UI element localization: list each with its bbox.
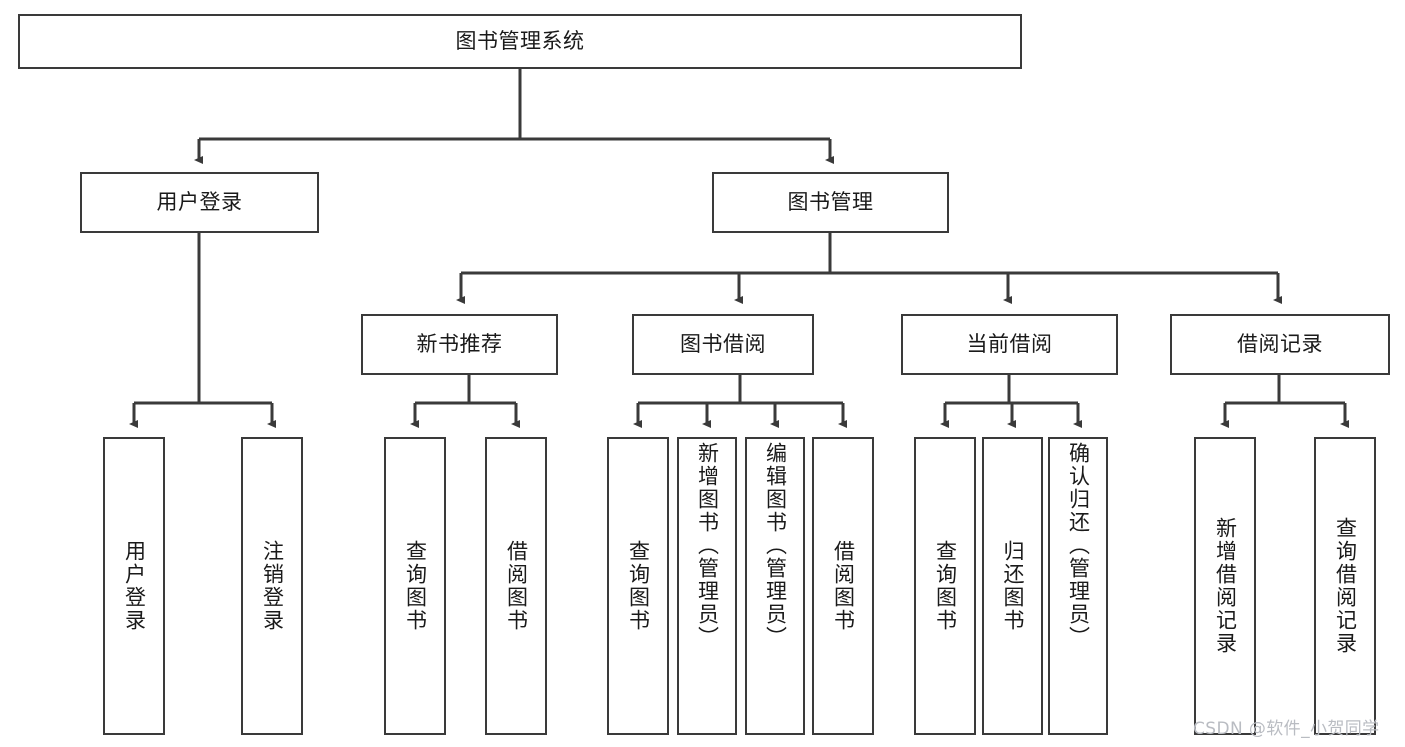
node-book-management[interactable]: 图书管理 — [712, 172, 949, 233]
node-label: 查询图书 — [403, 540, 428, 632]
node-new-book-recommend[interactable]: 新书推荐 — [361, 314, 558, 375]
node-current-borrow[interactable]: 当前借阅 — [901, 314, 1118, 375]
node-label: 查询借阅记录 — [1333, 517, 1358, 655]
node-leaf-user-login[interactable]: 用户登录 — [103, 437, 165, 735]
node-user-login[interactable]: 用户登录 — [80, 172, 319, 233]
node-label: 新增图书（管理员） — [695, 442, 720, 649]
node-leaf-logout-login[interactable]: 注销登录 — [241, 437, 303, 735]
node-leaf-query-record[interactable]: 查询借阅记录 — [1314, 437, 1376, 735]
node-leaf-add-record[interactable]: 新增借阅记录 — [1194, 437, 1256, 735]
node-leaf-confirm-return[interactable]: 确认归还（管理员） — [1048, 437, 1108, 735]
node-label: 查询图书 — [933, 540, 958, 632]
node-label: 图书管理系统 — [455, 28, 585, 53]
node-borrow-record[interactable]: 借阅记录 — [1170, 314, 1390, 375]
node-label: 归还图书 — [1001, 540, 1025, 632]
node-leaf-return-book[interactable]: 归还图书 — [982, 437, 1043, 735]
node-leaf-borrow-book-1[interactable]: 借阅图书 — [485, 437, 547, 735]
node-label: 图书借阅 — [680, 331, 766, 356]
node-label: 新增借阅记录 — [1213, 517, 1238, 655]
node-label: 注销登录 — [260, 540, 285, 632]
node-label: 借阅图书 — [831, 540, 856, 632]
node-leaf-query-book-3[interactable]: 查询图书 — [914, 437, 976, 735]
node-label: 确认归还（管理员） — [1066, 442, 1091, 649]
node-label: 编辑图书（管理员） — [763, 442, 788, 649]
node-leaf-borrow-book-2[interactable]: 借阅图书 — [812, 437, 874, 735]
node-label: 当前借阅 — [966, 331, 1053, 356]
node-leaf-query-book-2[interactable]: 查询图书 — [607, 437, 669, 735]
node-leaf-query-book-1[interactable]: 查询图书 — [384, 437, 446, 735]
node-leaf-edit-book[interactable]: 编辑图书（管理员） — [745, 437, 805, 735]
node-label: 用户登录 — [156, 189, 243, 214]
node-root-system[interactable]: 图书管理系统 — [18, 14, 1022, 69]
node-label: 新书推荐 — [416, 331, 503, 356]
node-label: 借阅图书 — [504, 540, 529, 632]
node-label: 借阅记录 — [1237, 331, 1323, 356]
csdn-watermark: CSDN @软件_小贺同学 — [1193, 719, 1380, 739]
node-book-borrow[interactable]: 图书借阅 — [632, 314, 814, 375]
node-label: 用户登录 — [122, 540, 147, 632]
node-label: 图书管理 — [787, 189, 874, 214]
node-label: 查询图书 — [626, 540, 651, 632]
node-leaf-add-book[interactable]: 新增图书（管理员） — [677, 437, 737, 735]
